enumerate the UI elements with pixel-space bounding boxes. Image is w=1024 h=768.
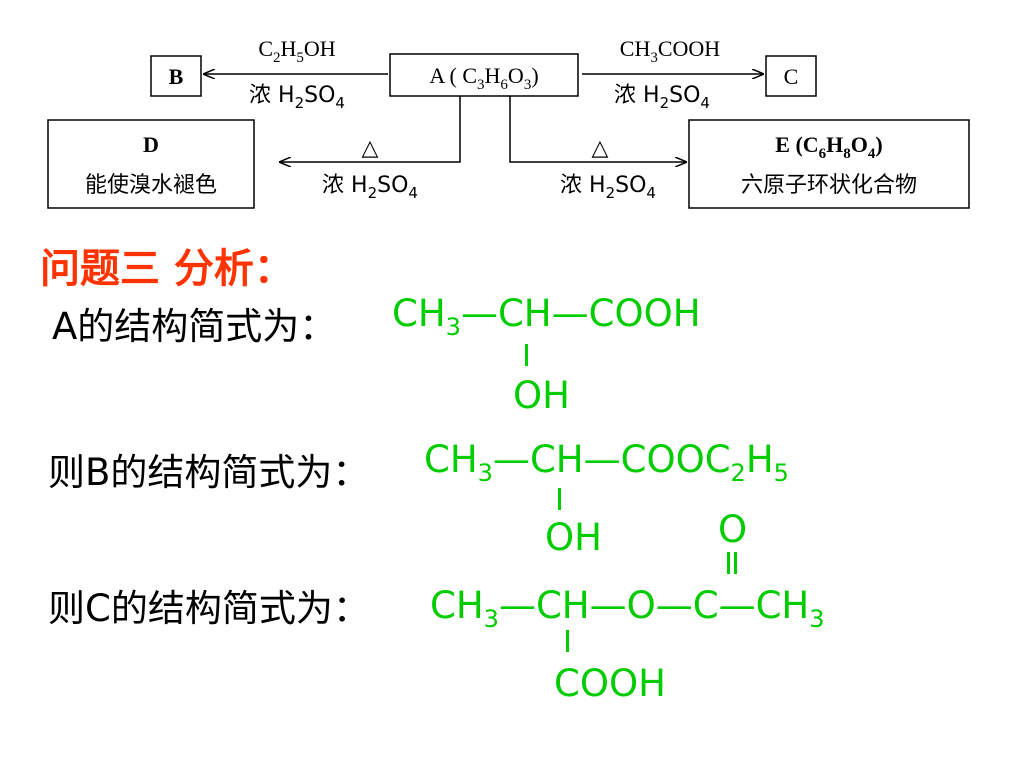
arrow-ab-reagent: C2H5OH [258,36,335,66]
box-c [765,55,817,97]
structure-a-bond [525,344,528,366]
structure-c-carbonyl-oxygen: O [718,508,748,551]
structure-c-formula: CH3—CH—O—C—CH3 [430,584,825,633]
box-e-desc: 六原子环状化合物 [741,173,917,198]
reaction-scheme: B A ( C3H6O3) C D 能使溴水褪色 E (C6H8O4) 六原子环… [47,36,970,209]
box-e-title: E (C6H8O4) [775,132,882,162]
box-a-label: A ( C3H6O3) [429,63,538,93]
structure-b-bond [558,488,561,510]
arrow-a-to-d [280,96,461,162]
structure-b-label: 则B的结构简式为： [48,451,370,494]
structure-b-formula: CH3—CH—COOC2H5 [424,438,789,487]
structure-c-branch: COOH [554,662,666,705]
structure-a-branch: OH [513,374,570,417]
box-b [150,55,202,97]
structure-c-label: 则C的结构简式为： [48,587,370,630]
structure-a-label: A的结构简式为： [52,305,337,348]
arrow-ae-heat-symbol: △ [592,136,609,161]
arrow-ae-catalyst: 浓 H2SO4 [560,173,656,202]
structure-c-double-bond [727,552,737,574]
arrow-ad-catalyst: 浓 H2SO4 [322,173,418,202]
box-a [389,53,579,97]
arrow-ac-catalyst: 浓 H2SO4 [614,83,710,112]
arrow-ad-heat-symbol: △ [362,136,379,161]
structure-b-branch: OH [545,516,602,559]
box-d-title: D [143,132,159,157]
box-b-label: B [169,64,184,89]
structure-a-formula: CH3—CH—COOH [392,292,701,341]
box-d-desc: 能使溴水褪色 [85,173,217,198]
arrow-a-to-e [509,96,686,162]
analysis-heading: 问题三 分析： [40,246,294,292]
arrow-ac-reagent: CH3COOH [620,36,721,66]
arrow-ab-catalyst: 浓 H2SO4 [249,83,345,112]
box-c-label: C [784,64,799,89]
box-d [47,119,255,209]
box-e [688,119,970,209]
structure-c-bond [566,630,569,652]
